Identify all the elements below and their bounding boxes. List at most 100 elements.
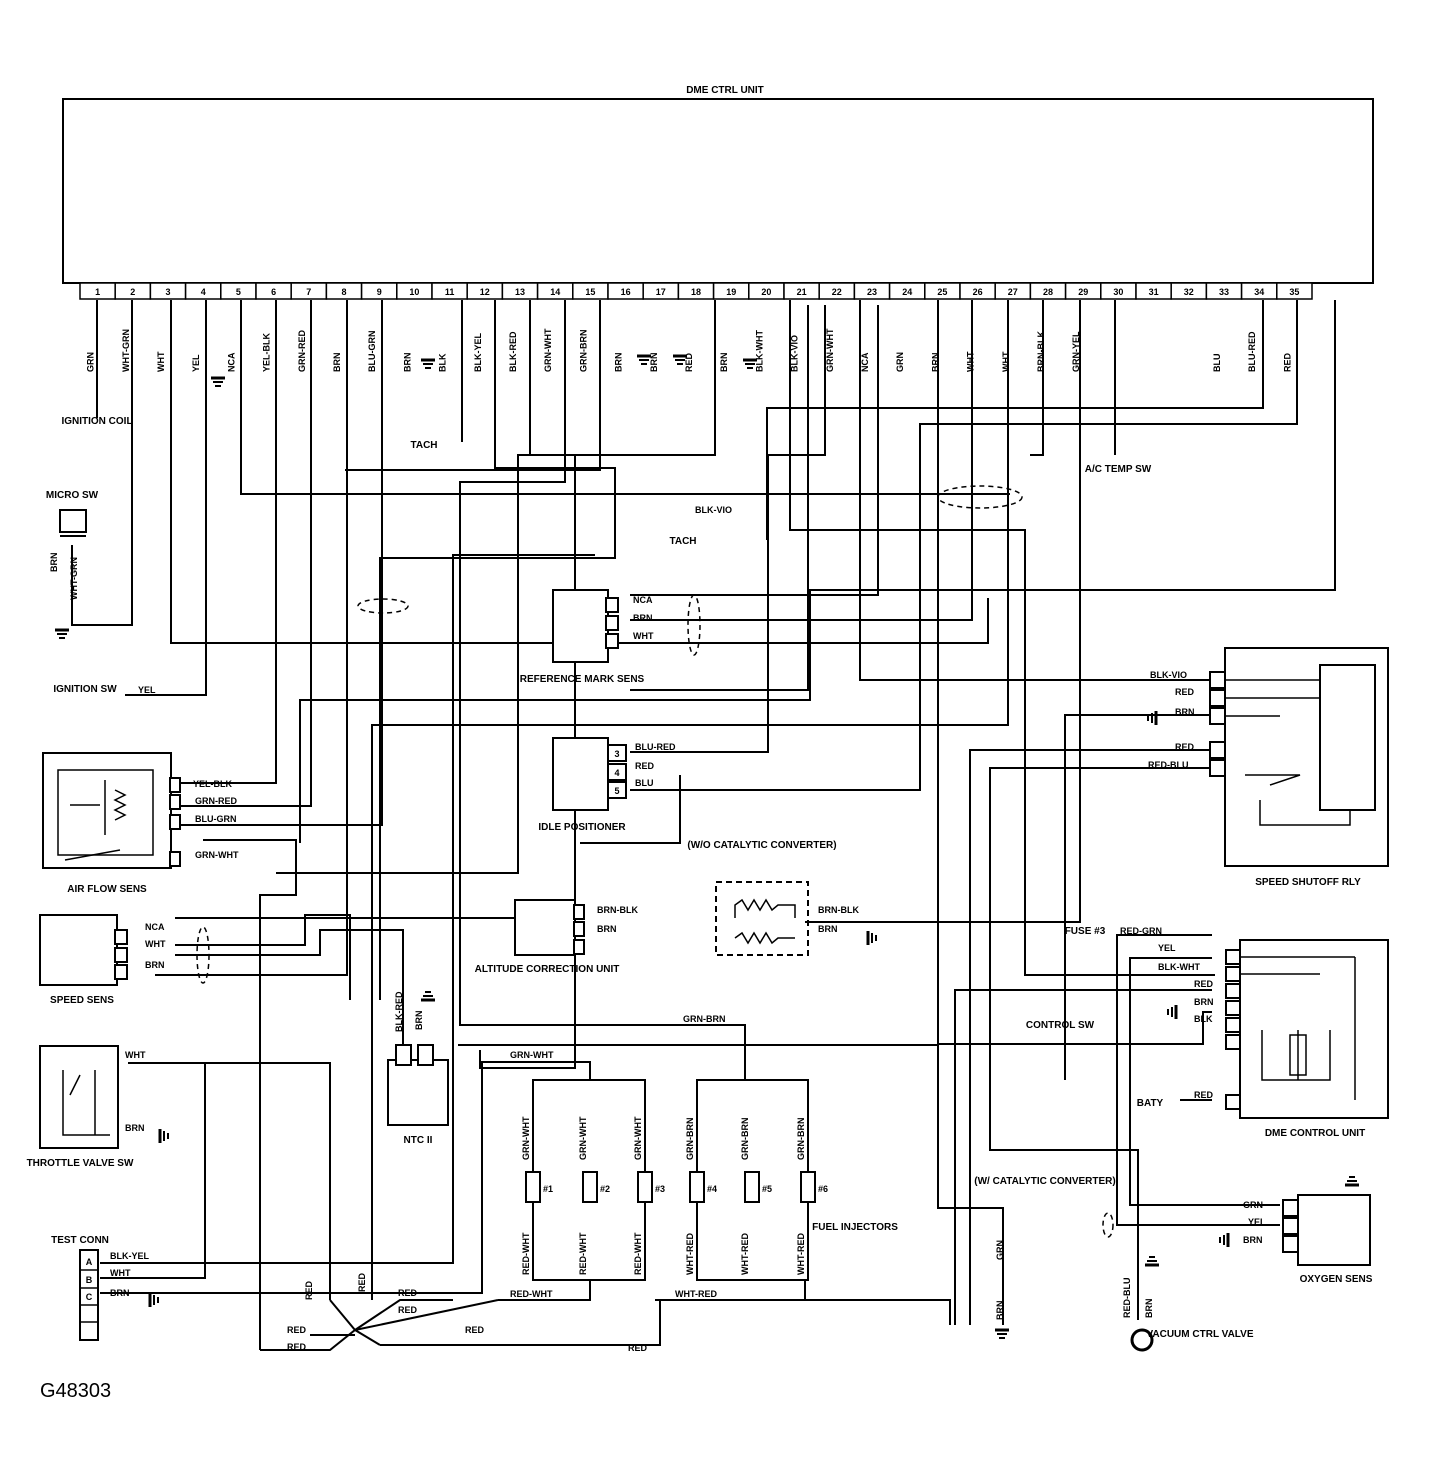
- ecu-pin-number: 20: [761, 287, 771, 297]
- ecu-pin-wire-label: GRN-BRN: [578, 330, 588, 373]
- svg-text:BRN: BRN: [995, 1301, 1005, 1321]
- svg-text:BRN: BRN: [1175, 707, 1195, 717]
- ecu-pin-row: 1GRN2WHT-GRN3WHT4YEL5NCA6YEL-BLK7GRN-RED…: [79, 282, 1313, 373]
- svg-text:YEL: YEL: [1158, 943, 1176, 953]
- ecu-pin-wire-label: GRN-WHT: [543, 328, 553, 372]
- injector-top-wire-label: GRN-WHT: [578, 1116, 588, 1160]
- injector-bottom-wire-label: RED-WHT: [521, 1232, 531, 1275]
- ecu-pin-number: 7: [306, 287, 311, 297]
- injector-number: #1: [543, 1184, 553, 1194]
- svg-text:RED: RED: [465, 1325, 485, 1335]
- ignition-coil-label: IGNITION COIL: [61, 416, 132, 427]
- injector-bottom-wire-label: RED-WHT: [578, 1232, 588, 1275]
- ecu-pin-wire-label: WHT-GRN: [121, 329, 131, 372]
- ecu-pin-number: 14: [550, 287, 560, 297]
- svg-text:RED: RED: [287, 1342, 307, 1352]
- micro-sw-label: MICRO SW: [46, 490, 99, 501]
- fuel-injector: [744, 1171, 760, 1203]
- ntc-ii-box: [387, 1059, 449, 1126]
- ecu-pin-wire-label: BRN: [649, 353, 659, 373]
- injector-row: #1GRN-WHTRED-WHT#2GRN-WHTRED-WHT#3GRN-WH…: [521, 1116, 828, 1275]
- ecu-pin-number: 3: [165, 287, 170, 297]
- ecu-pin-number: 25: [937, 287, 947, 297]
- dme-control-unit-box: [1239, 939, 1389, 1119]
- ecu-pin-number: 17: [656, 287, 666, 297]
- ecu-pin-number: 6: [271, 287, 276, 297]
- svg-text:BRN: BRN: [125, 1123, 145, 1133]
- svg-text:RED: RED: [357, 1272, 367, 1292]
- vacuum-ctrl-valve-label: VACUUM CTRL VALVE: [1146, 1329, 1253, 1340]
- ecu-title: DME CTRL UNIT: [686, 85, 764, 96]
- speed-sens-box: [39, 914, 118, 986]
- ip-pin-3: 3: [614, 749, 619, 759]
- ecu-pin-wire-label: WHT: [1001, 351, 1011, 372]
- vacuum-ctrl-valve-symbol: [1130, 1328, 1154, 1352]
- svg-text:BLK-YEL: BLK-YEL: [110, 1251, 149, 1261]
- micro-switch-body: [59, 509, 87, 533]
- tach-label-1: TACH: [410, 440, 437, 451]
- oxygen-sens-label: OXYGEN SENS: [1300, 1274, 1373, 1285]
- svg-text:BLU: BLU: [635, 778, 654, 788]
- ip-pin-5: 5: [614, 786, 619, 796]
- air-flow-sens-box: [42, 752, 172, 869]
- svg-text:BRN: BRN: [818, 924, 838, 934]
- svg-text:GRN-BRN: GRN-BRN: [683, 1014, 726, 1024]
- ecu-pin-number: 32: [1184, 287, 1194, 297]
- ecu-pin-number: 10: [409, 287, 419, 297]
- svg-text:GRN-RED: GRN-RED: [195, 796, 237, 806]
- ecu-pin-number: 28: [1043, 287, 1053, 297]
- svg-text:BLK-WHT: BLK-WHT: [1158, 962, 1200, 972]
- ecu-pin-number: 2: [130, 287, 135, 297]
- svg-text:BLU-GRN: BLU-GRN: [195, 814, 237, 824]
- ecu-pin-number: 15: [585, 287, 595, 297]
- ecu-pin-number: 29: [1078, 287, 1088, 297]
- svg-text:BRN: BRN: [633, 613, 653, 623]
- ac-temp-sw-label: A/C TEMP SW: [1085, 464, 1152, 475]
- svg-text:BRN: BRN: [597, 924, 617, 934]
- svg-text:RED-GRN: RED-GRN: [1120, 926, 1162, 936]
- test-pin-a: A: [86, 1257, 93, 1267]
- ecu-pin-wire-label: WHT: [156, 351, 166, 372]
- svg-text:BRN: BRN: [145, 960, 165, 970]
- injector-top-wire-label: GRN-BRN: [796, 1118, 806, 1161]
- ecu-pin-wire-label: BLK-YEL: [473, 333, 483, 372]
- svg-text:BRN: BRN: [110, 1288, 130, 1298]
- ecu-pin-wire-label: NCA: [226, 352, 236, 372]
- dme-control-unit-terminals: [1225, 949, 1241, 1110]
- svg-text:BRN: BRN: [1243, 1235, 1263, 1245]
- ecu-pin-wire-label: BLK-RED: [508, 331, 518, 372]
- ecu-pin-number: 34: [1254, 287, 1264, 297]
- svg-text:RED: RED: [1175, 742, 1195, 752]
- svg-text:BRN: BRN: [414, 1011, 424, 1031]
- ecu-pin-number: 26: [973, 287, 983, 297]
- ecu-pin-wire-label: BLU: [1212, 354, 1222, 373]
- baty-label: BATY: [1137, 1098, 1164, 1109]
- air-flow-sens-label: AIR FLOW SENS: [67, 884, 147, 895]
- throttle-valve-sw-label: THROTTLE VALVE SW: [27, 1158, 134, 1169]
- ecu-pin-number: 21: [797, 287, 807, 297]
- speed-sens-label: SPEED SENS: [50, 995, 114, 1006]
- test-connector: [79, 1249, 99, 1341]
- injector-number: #3: [655, 1184, 665, 1194]
- svg-text:RED: RED: [1194, 1090, 1214, 1100]
- injector-bottom-wire-label: WHT-RED: [796, 1233, 806, 1275]
- ecu-pin-wire-label: BRN: [402, 353, 412, 373]
- ecu-pin-number: 30: [1113, 287, 1123, 297]
- ecu-pin-wire-label: BRN-BLK: [1036, 331, 1046, 372]
- w-catalytic-label: (W/ CATALYTIC CONVERTER): [974, 1176, 1115, 1187]
- injector-top-wire-label: GRN-BRN: [740, 1118, 750, 1161]
- svg-text:RED-BLU: RED-BLU: [1122, 1278, 1132, 1319]
- svg-text:RED-WHT: RED-WHT: [510, 1289, 553, 1299]
- ecu-pin-number: 11: [445, 287, 455, 297]
- svg-text:GRN: GRN: [1243, 1200, 1263, 1210]
- dme-ctrl-unit-box: [62, 98, 1374, 284]
- shield-markers: [196, 485, 1114, 1238]
- ecu-pin-wire-label: YEL: [191, 354, 201, 372]
- svg-text:BRN-BLK: BRN-BLK: [818, 905, 859, 915]
- svg-text:YEL-BLK: YEL-BLK: [193, 779, 232, 789]
- wo-catalytic-label: (W/O CATALYTIC CONVERTER): [687, 840, 836, 851]
- svg-text:WHT: WHT: [110, 1268, 131, 1278]
- svg-text:WHT: WHT: [125, 1050, 146, 1060]
- injector-number: #6: [818, 1184, 828, 1194]
